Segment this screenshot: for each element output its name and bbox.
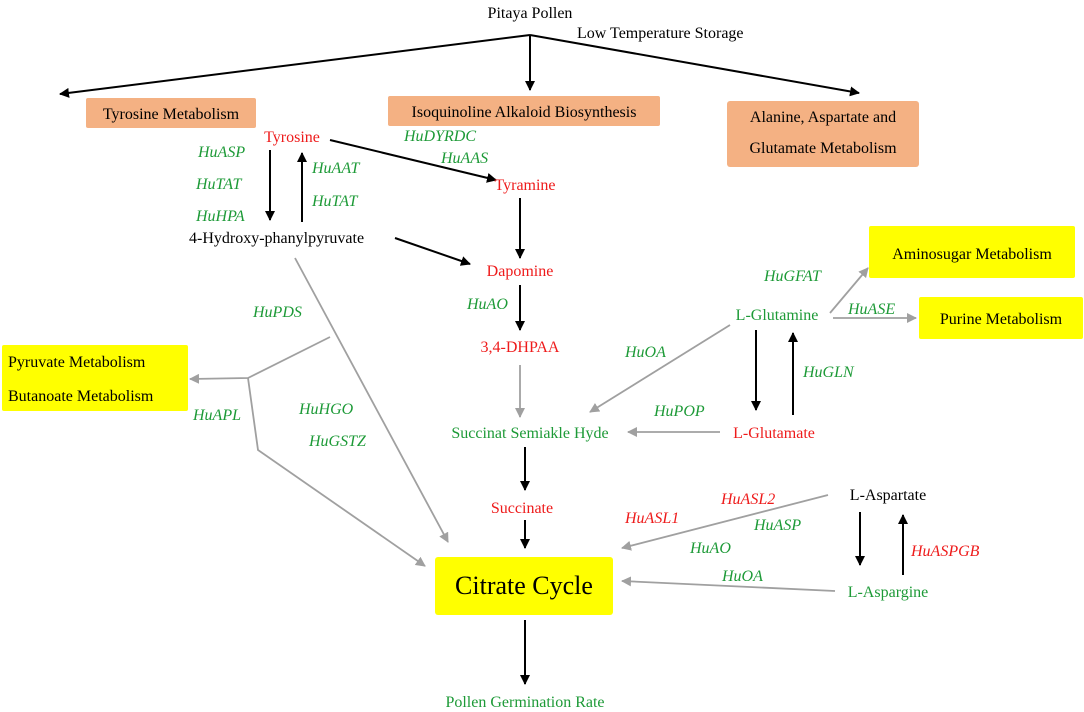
- gene-hgo: HuHGO: [298, 401, 354, 418]
- butanoate-label: Butanoate Metabolism: [8, 388, 154, 405]
- gene-ao-mid: HuAO: [466, 296, 508, 313]
- gene-asl1: HuASL1: [624, 510, 679, 527]
- gene-ao-right: HuAO: [689, 540, 731, 557]
- gene-gln: HuGLN: [802, 364, 855, 381]
- box-tyrosine-metabolism: [86, 98, 256, 128]
- metabolite-glutamine: L-Glutamine: [736, 307, 819, 324]
- metabolite-aspartate: L-Aspartate: [850, 487, 926, 504]
- box-pyruvate-butanoate: [2, 345, 188, 411]
- metabolite-glutamate: L-Glutamate: [733, 425, 815, 442]
- metabolite-dhpaa: 3,4-DHPAA: [481, 339, 560, 356]
- gene-asp-right: HuASP: [753, 517, 801, 534]
- pyruvate-label: Pyruvate Metabolism: [8, 354, 146, 371]
- gene-hpa: HuHPA: [195, 208, 245, 225]
- isoquinoline-label: Isoquinoline Alkaloid Biosynthesis: [412, 104, 637, 121]
- gene-tat-left: HuTAT: [195, 176, 242, 193]
- gene-oa-lower: HuOA: [721, 568, 763, 585]
- gene-ase: HuASE: [847, 301, 895, 318]
- box-aminosugar: [869, 226, 1075, 278]
- gene-asp-left: HuASP: [197, 144, 245, 161]
- arrows-gray: [189, 257, 917, 592]
- alanine-label-line2: Glutamate Metabolism: [749, 140, 897, 157]
- metabolite-succinate: Succinate: [491, 500, 553, 517]
- gene-aas: HuAAS: [440, 150, 488, 167]
- gene-gstz: HuGSTZ: [308, 433, 367, 450]
- condition-label: Low Temperature Storage: [577, 25, 744, 42]
- box-citrate-cycle: [435, 557, 613, 615]
- box-alanine-metabolism: [727, 101, 919, 167]
- box-isoquinoline: [388, 96, 660, 126]
- metabolite-hpp: 4-Hydroxy-phanylpyruvate: [189, 230, 364, 247]
- metabolite-tyramine: Tyramine: [494, 177, 555, 194]
- gene-aspgb: HuASPGB: [910, 543, 980, 560]
- alanine-label-line1: Alanine, Aspartate and: [750, 109, 896, 126]
- outcome-pollen-germination: Pollen Germination Rate: [445, 694, 604, 711]
- purine-label: Purine Metabolism: [940, 311, 1063, 328]
- aminosugar-label: Aminosugar Metabolism: [892, 246, 1052, 263]
- gene-aat: HuAAT: [311, 160, 361, 177]
- metabolite-ssa: Succinat Semiakle Hyde: [451, 425, 608, 442]
- metabolite-dapomine: Dapomine: [487, 263, 554, 280]
- gene-apl: HuAPL: [192, 407, 241, 424]
- gene-dyrdc: HuDYRDC: [403, 128, 476, 145]
- metabolite-tyrosine: Tyrosine: [264, 129, 320, 146]
- gene-tat-right: HuTAT: [311, 193, 358, 210]
- gene-oa-upper: HuOA: [624, 344, 666, 361]
- root-title: Pitaya Pollen: [488, 5, 573, 22]
- gene-asl2: HuASL2: [720, 491, 775, 508]
- gene-gfat: HuGFAT: [763, 268, 822, 285]
- citrate-cycle-label: Citrate Cycle: [455, 571, 593, 600]
- box-purine: [919, 297, 1083, 339]
- gene-pop: HuPOP: [653, 403, 705, 420]
- tyrosine-metabolism-label: Tyrosine Metabolism: [103, 106, 240, 123]
- gene-pds: HuPDS: [252, 304, 302, 321]
- metabolite-aspargine: L-Aspargine: [848, 584, 929, 601]
- arrows-black: [59, 34, 908, 685]
